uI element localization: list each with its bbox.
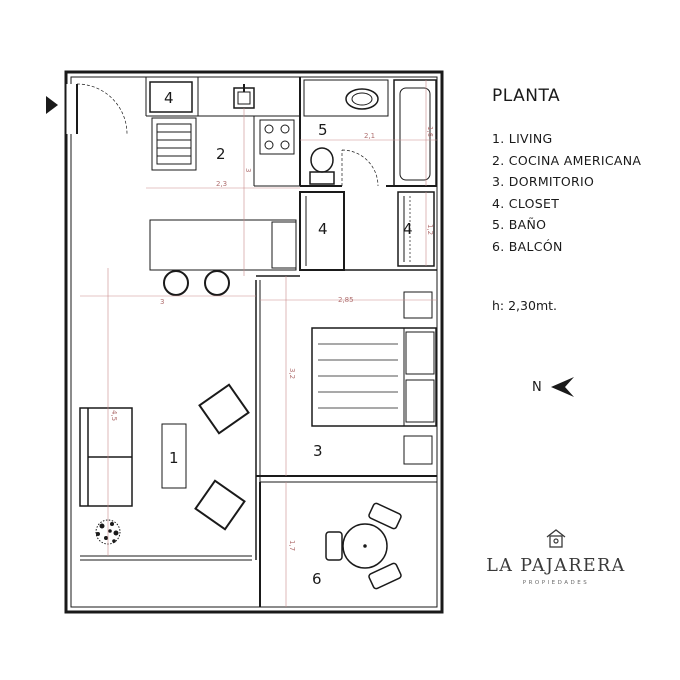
legend-item-living: 1. LIVING xyxy=(492,131,553,146)
compass-label: N xyxy=(532,379,542,395)
bathroom-sink-icon xyxy=(303,79,389,117)
bathroom-door xyxy=(341,149,379,187)
exterior-walls xyxy=(64,70,444,614)
sink-icon xyxy=(233,84,255,109)
bar-stool-icon xyxy=(163,270,230,296)
kitchen-counter xyxy=(145,77,300,187)
legend-item-bedroom: 3. DORMITORIO xyxy=(492,174,595,190)
brand-logo: LA PAJARERA PROPIEDADES xyxy=(486,528,626,586)
room-number-living: 1 xyxy=(169,449,179,467)
stove-icon xyxy=(259,119,295,155)
legend: PLANTA 1. LIVING 2. COCINA AMERICANA 3. … xyxy=(492,86,641,258)
room-number-closet-kitchen: 4 xyxy=(164,89,174,107)
room-number-balcony: 6 xyxy=(312,570,322,588)
dimension-bath-width: 2,1 xyxy=(364,132,375,140)
sofa-icon xyxy=(79,407,133,507)
room-number-closet-hall: 4 xyxy=(318,220,328,238)
dimension-kitchen-width: 2,3 xyxy=(216,180,227,188)
room-number-bedroom: 3 xyxy=(313,442,323,460)
closet-bedroom-icon xyxy=(397,191,435,267)
legend-title: PLANTA xyxy=(492,86,561,106)
room-numbers: 1 2 3 4 4 4 5 6 xyxy=(164,89,413,588)
living-window xyxy=(80,555,252,561)
armchair-icon xyxy=(194,383,250,531)
legend-item-bath: 5. BAÑO xyxy=(492,217,547,233)
entrance-door xyxy=(65,83,128,135)
brand-subtitle: PROPIEDADES xyxy=(522,580,590,586)
dimension-bath-depth: 1,6 xyxy=(426,126,434,138)
dimension-bedroom-depth: 3,2 xyxy=(288,368,296,379)
bed-icon xyxy=(311,327,437,427)
dimension-living-depth: 4,5 xyxy=(110,410,118,421)
coffee-table xyxy=(161,423,187,489)
dimension-balcony-depth: 1,7 xyxy=(288,540,296,551)
ceiling-height: h: 2,30mt. xyxy=(492,298,557,313)
legend-item-balcony: 6. BALCÓN xyxy=(492,238,563,254)
dimension-labels: 2,3 3 3 2,1 1,6 1,2 2,85 3,2 4,5 1,7 xyxy=(110,126,434,551)
dimension-living-width: 3 xyxy=(160,298,164,306)
room-number-kitchen: 2 xyxy=(216,145,226,163)
room-number-closet-bedroom: 4 xyxy=(403,220,413,238)
brand-name: LA PAJARERA xyxy=(486,556,626,576)
birdhouse-icon xyxy=(546,529,566,548)
balcony-table-icon xyxy=(325,502,402,590)
plant-icon xyxy=(95,519,121,545)
compass: N xyxy=(532,376,576,398)
legend-item-kitchen: 2. COCINA AMERICANA xyxy=(492,152,642,168)
nightstand-icon xyxy=(403,291,433,465)
kitchen-island xyxy=(149,219,297,271)
interior-walls xyxy=(255,77,437,607)
dimension-kitchen-depth: 3 xyxy=(244,168,252,172)
legend-list: 1. LIVING 2. COCINA AMERICANA 3. DORMITO… xyxy=(492,128,641,258)
north-arrow-icon xyxy=(550,377,574,397)
dimension-bedroom-width: 2,85 xyxy=(338,296,354,304)
bathtub-icon xyxy=(393,79,437,187)
room-number-bath: 5 xyxy=(318,121,328,139)
dimension-closet-depth: 1,2 xyxy=(426,224,434,235)
toilet-icon xyxy=(309,147,335,185)
legend-item-closet: 4. CLOSET xyxy=(492,195,560,211)
dimension-lines xyxy=(80,80,437,607)
entrance-arrow-icon xyxy=(46,96,58,114)
